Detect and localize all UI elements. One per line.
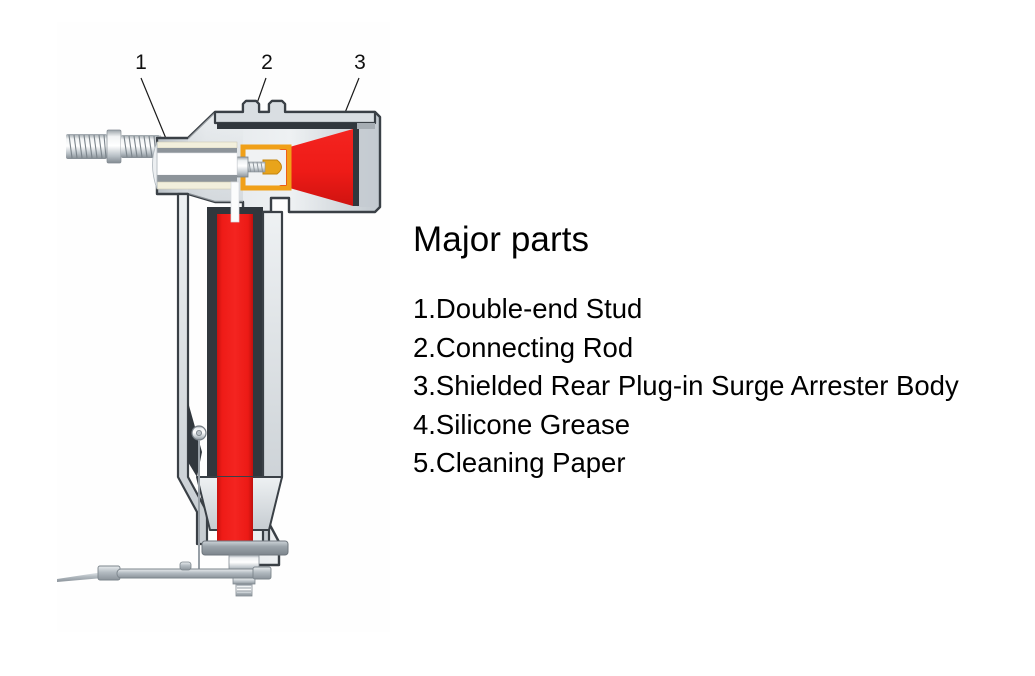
ground-rod-end-clamp [252, 566, 272, 580]
list-item: 1.Double-end Stud [413, 293, 643, 324]
terminal-lower-body [235, 583, 253, 597]
barrel-housing [176, 192, 284, 546]
red-column-skirt-section [217, 477, 253, 544]
cap-seal-strip [217, 123, 375, 129]
terminal-threads [237, 584, 251, 595]
callout-2-number: 2 [261, 51, 273, 74]
list-item: 2.Connecting Rod [413, 331, 634, 363]
ground-rod [116, 568, 270, 579]
barrel-left-wall [176, 192, 209, 546]
contact-hex-nut [236, 156, 249, 178]
contact-assembly [236, 144, 292, 191]
rod-left-end [152, 141, 158, 190]
connecting-rod [152, 141, 238, 190]
brass-contact-bullet [262, 159, 282, 175]
stud-right-thread-grooves [123, 135, 157, 158]
surge-arrester-diagram: 1 2 3 [57, 22, 390, 632]
ground-blade [57, 572, 103, 582]
top-cap-plate [213, 99, 377, 125]
callout-3-number: 3 [354, 51, 366, 74]
ground-rod-boss [179, 561, 192, 571]
rod-band-top [157, 148, 237, 153]
rod-core [156, 152, 238, 176]
major-parts-panel: Major parts 1.Double-end Stud 2.Connecti… [413, 218, 1013, 483]
bottom-flange [201, 540, 289, 556]
stud-collar [106, 129, 122, 164]
column-liner-left [207, 207, 217, 502]
right-inner-liner [353, 129, 359, 206]
red-cone [279, 129, 353, 206]
ground-strap-assembly [57, 561, 272, 582]
pull-ring-hole [195, 429, 202, 436]
right-wall-shading [357, 123, 375, 207]
stud-left-thread-grooves [68, 134, 107, 159]
rod-band-bottom [157, 175, 237, 182]
page-title: Major parts [413, 220, 590, 259]
rod-jacket-top [156, 141, 238, 149]
rod-jacket-bottom [156, 181, 238, 190]
pull-ring-assembly [191, 425, 207, 574]
surge-arrester-cutaway-svg: 1 2 3 [57, 22, 390, 632]
list-item: 3.Shielded Rear Plug-in Surge Arrester B… [413, 370, 959, 401]
list-item: 5.Cleaning Paper [413, 447, 626, 478]
contact-bolt-threads [248, 161, 264, 173]
column-liner-right [253, 207, 263, 502]
callout-1-number: 1 [135, 51, 147, 74]
list-item: 4.Silicone Grease [413, 408, 631, 440]
major-parts-list: 1.Double-end Stud 2.Connecting Rod 3.Shi… [413, 290, 1013, 483]
center-rod [230, 181, 240, 223]
